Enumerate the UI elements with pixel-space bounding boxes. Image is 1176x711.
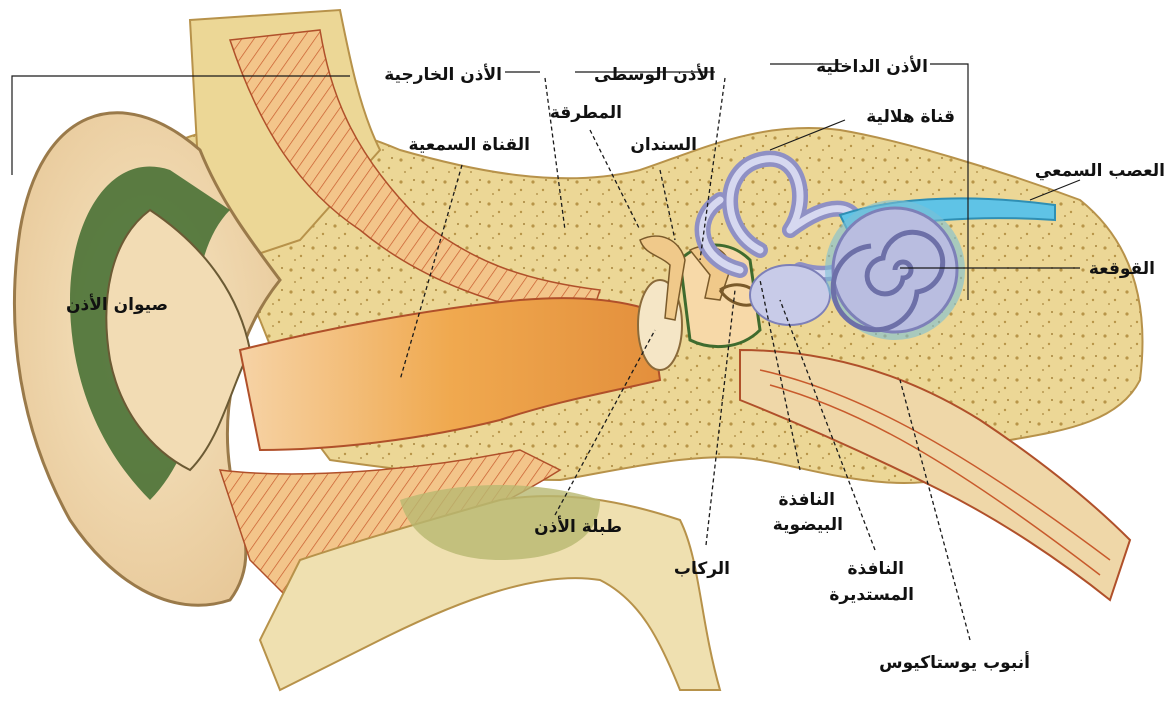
label-auditory-nerve: العصب السمعي <box>1035 161 1165 181</box>
label-oval-window-2: البيضوية <box>773 515 843 535</box>
label-round-window-1: النافذة <box>847 559 904 579</box>
label-inner-ear: الأذن الداخلية <box>816 56 928 77</box>
label-anvil: السندان <box>630 135 697 155</box>
label-hammer: المطرقة <box>550 103 622 123</box>
vestibule <box>750 265 830 325</box>
label-eustachian-tube: أنبوب يوستاكيوس <box>879 651 1030 673</box>
label-ear-canal: القناة السمعية <box>409 135 530 155</box>
label-pinna: صيوان الأذن <box>66 294 168 315</box>
label-oval-window-1: النافذة <box>778 490 835 510</box>
cochlea-shape <box>825 200 965 340</box>
label-cochlea: القوقعة <box>1089 259 1155 279</box>
label-semicircular-canal: قناة هلالية <box>866 107 955 127</box>
label-middle-ear: الأذن الوسطى <box>594 64 715 85</box>
label-round-window-2: المستديرة <box>829 585 914 605</box>
label-outer-ear: الأذن الخارجية <box>384 64 502 85</box>
label-eardrum: طبلة الأذن <box>534 516 622 537</box>
label-stirrup: الركاب <box>674 559 730 579</box>
